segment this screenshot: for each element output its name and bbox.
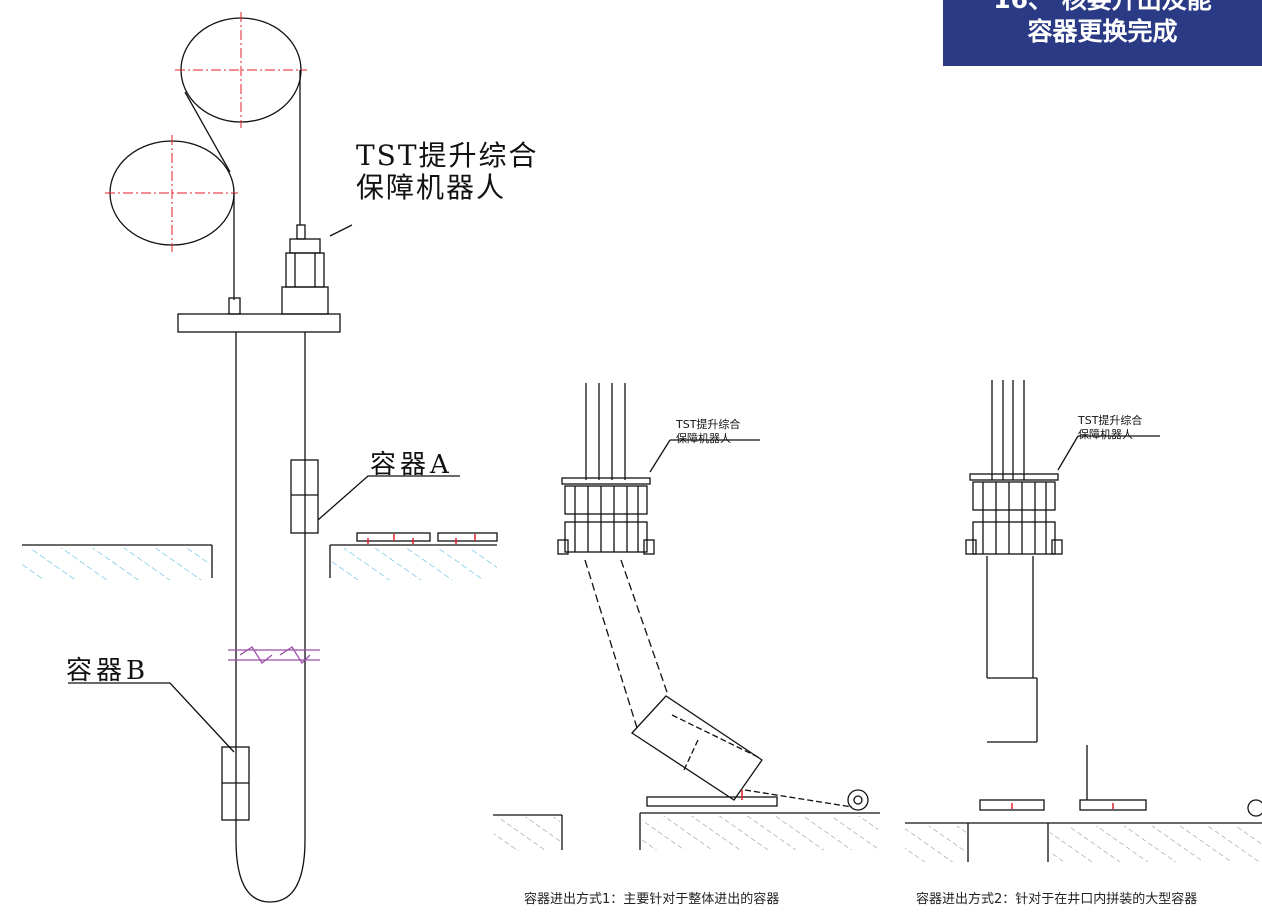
caption-method-1: 容器进出方式1：主要针对于整体进出的容器 [524, 892, 780, 907]
winch-right [1247, 799, 1262, 817]
middle-hoist-diagram [493, 383, 880, 850]
robot-label-middle: TST提升综合 保障机器人 [676, 418, 740, 446]
ground-hatch-left-1 [22, 548, 210, 580]
robot-label-right-line2: 保障机器人 [1078, 428, 1133, 441]
left-hoist-diagram [22, 12, 498, 903]
robot-label-right-line1: TST提升综合 [1078, 414, 1143, 427]
ground-hatch-left-2 [332, 548, 497, 580]
ground-hatch-middle-1 [494, 817, 560, 851]
robot-drawing-middle [557, 477, 655, 555]
robot-label-middle-line2: 保障机器人 [676, 432, 731, 445]
ground-hatch-middle-2 [642, 816, 878, 850]
robot-label-left-line1: TST提升综合 [356, 139, 539, 172]
container-a-label: 容器A [370, 450, 453, 480]
right-hoist-diagram [905, 380, 1262, 862]
caption-method-2: 容器进出方式2：针对于在井口内拼装的大型容器 [916, 892, 1198, 907]
robot-label-left-line2: 保障机器人 [356, 171, 507, 204]
header-badge-line1: 16、 核要升出及能 [943, 0, 1262, 16]
robot-label-left: TST提升综合 保障机器人 [356, 140, 539, 204]
robot-drawing-right [965, 473, 1063, 555]
winch-middle [847, 789, 869, 811]
shaft-break-symbol [228, 646, 320, 665]
container-b-label: 容器B [66, 656, 150, 686]
robot-label-right: TST提升综合 保障机器人 [1078, 414, 1142, 442]
wellhead-platform [177, 313, 341, 333]
header-badge: 16、 核要升出及能 容器更换完成 [943, 0, 1262, 66]
container-a [290, 459, 319, 534]
ground-hatch-right-1 [905, 826, 966, 862]
robot-drawing-left [281, 224, 329, 315]
robot-label-middle-line1: TST提升综合 [676, 418, 741, 431]
header-badge-line2: 容器更换完成 [1027, 17, 1178, 46]
ground-hatch-right-2 [1050, 826, 1262, 862]
